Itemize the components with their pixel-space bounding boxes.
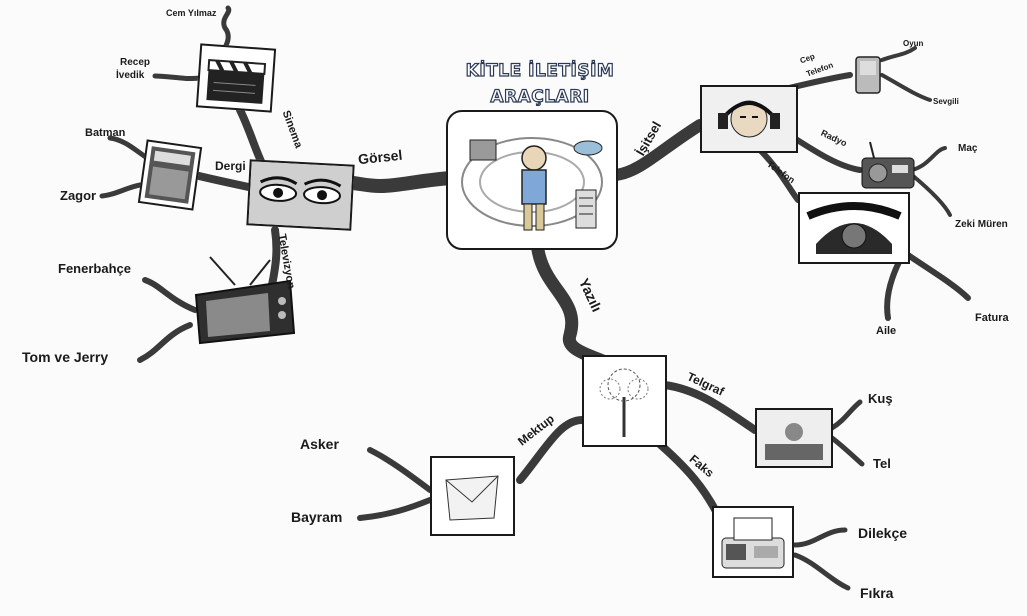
cellphone-icon xyxy=(852,55,884,95)
isitsel-headphones-image xyxy=(700,85,798,153)
map-title-line2: ARAÇLARI xyxy=(455,84,625,110)
dergi-image xyxy=(138,139,202,210)
branch-gorsel xyxy=(340,178,452,186)
televizyon-item-tom-ve-jerry: Tom ve Jerry xyxy=(22,350,108,364)
telegraph-icon xyxy=(757,410,831,466)
cep-telefon-image xyxy=(852,55,884,95)
faks-image xyxy=(712,506,794,578)
mektup-item-bayram: Bayram xyxy=(291,510,342,524)
clapperboard-icon xyxy=(198,46,274,111)
telefon-item-fatura: Fatura xyxy=(975,313,1009,324)
eyes-icon xyxy=(248,161,352,228)
sinema-item-cem-yilmaz: Cem Yılmaz xyxy=(166,9,216,18)
map-title-line1: KİTLE İLETİŞİM xyxy=(455,58,625,84)
cep-telefon-item-sevgili: Sevgili xyxy=(933,98,959,106)
map-title: KİTLE İLETİŞİM ARAÇLARI xyxy=(455,58,625,110)
letter-icon xyxy=(432,458,513,534)
mektup-item-asker: Asker xyxy=(300,437,339,451)
headphones-person-icon xyxy=(702,87,796,151)
telefon-item-aile: Aile xyxy=(876,326,896,337)
faks-item-fikra: Fıkra xyxy=(860,586,893,600)
dergi-label: Dergi xyxy=(215,160,246,172)
rotary-phone-icon xyxy=(800,194,908,262)
tree-icon xyxy=(584,357,665,445)
radyo-item-zeki-muren: Zeki Müren xyxy=(955,220,1008,230)
dergi-item-zagor: Zagor xyxy=(60,189,96,202)
radyo-image xyxy=(860,140,916,190)
mektup-image xyxy=(430,456,515,536)
telefon-image xyxy=(798,192,910,264)
faks-item-dilekce: Dilekçe xyxy=(858,526,907,540)
telgraf-item-kus: Kuş xyxy=(868,392,893,405)
cep-telefon-item-oyun: Oyun xyxy=(903,40,923,48)
yazili-tree-image xyxy=(582,355,667,447)
magazine-icon xyxy=(140,142,200,209)
fax-icon xyxy=(714,508,792,576)
sinema-image xyxy=(196,43,276,112)
center-node xyxy=(446,110,618,250)
telgraf-image xyxy=(755,408,833,468)
telgraf-item-tel: Tel xyxy=(873,457,891,470)
gorsel-eyes-image xyxy=(246,159,354,230)
dergi-item-batman: Batman xyxy=(85,128,125,139)
sinema-item-ivedik: İvedik xyxy=(116,71,144,81)
mass-media-illustration xyxy=(448,112,616,248)
televizyon-item-fenerbahce: Fenerbahçe xyxy=(58,262,131,275)
sinema-item-recep: Recep xyxy=(120,58,150,68)
radio-icon xyxy=(860,140,916,190)
radyo-item-mac: Maç xyxy=(958,144,977,154)
